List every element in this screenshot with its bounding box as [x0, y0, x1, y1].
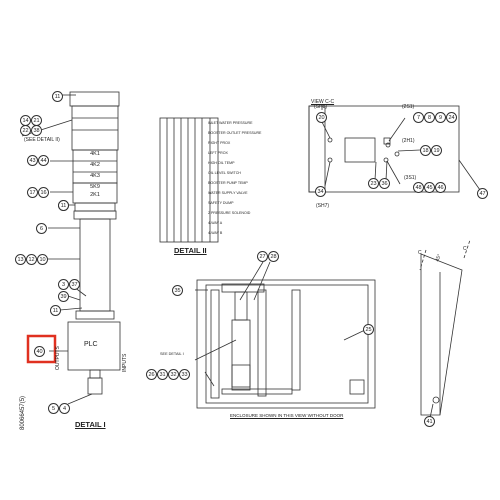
callout-balloon: 45	[424, 182, 435, 193]
detail2-row: RIGHT PROX	[208, 141, 231, 145]
callout-balloon: 8	[424, 112, 435, 123]
see-detail-2-label: (SEE DETAIL II)	[24, 137, 60, 143]
callout-balloon: 39	[58, 291, 69, 302]
callout-balloon: 9	[435, 112, 446, 123]
detail2-row: LEFT PROX	[208, 151, 228, 155]
callout-balloon: 26	[146, 369, 157, 380]
see-detail-1-label: SEE DETAIL I	[160, 352, 184, 356]
callout-balloon: 43	[27, 155, 38, 166]
enclosure-note: ENCLOSURE SHOWN IN THIS VIEW WITHOUT DOO…	[230, 413, 344, 418]
callout-balloon: 16	[38, 187, 49, 198]
detail-2-caption: DETAIL II	[174, 246, 207, 255]
outputs-label: OUTPUTS	[55, 346, 61, 370]
section-c-label: C	[463, 246, 467, 252]
callout-balloon: 20	[316, 112, 327, 123]
callout-balloon: 48	[413, 182, 424, 193]
callout-balloon: 36	[379, 178, 390, 189]
callout-balloon: 24	[446, 112, 457, 123]
callout-balloon: 44	[38, 155, 49, 166]
callout-balloon: 11	[50, 305, 61, 316]
callout-balloon: 5	[48, 403, 59, 414]
2h1-label: (2H1)	[402, 138, 415, 144]
sh7-label: (SH7)	[316, 203, 330, 209]
detail2-row: HIGH OIL TEMP	[208, 161, 235, 165]
callout-balloon: 12	[26, 254, 37, 265]
callout-balloon: 37	[69, 279, 80, 290]
detail2-row: 4-WAY B	[208, 231, 223, 235]
callout-balloon: 32	[168, 369, 179, 380]
module-label: 4K2	[90, 162, 100, 168]
plc-label: PLC	[84, 341, 98, 348]
detail2-row: 4-WAY A	[208, 221, 223, 225]
callout-balloon: 17	[27, 187, 38, 198]
callout-balloon: 47	[477, 188, 488, 199]
detail2-row: BOOSTER OUTLET PRESSURE	[208, 131, 262, 135]
part-number: 80066457(5)	[20, 395, 26, 430]
callout-balloon: 41	[424, 416, 435, 427]
detail2-row: BOOSTER PUMP TEMP	[208, 181, 248, 185]
detail2-row: SAFETY DUMP	[208, 201, 234, 205]
callout-balloon: 40	[34, 346, 45, 357]
callout-balloon: 27	[257, 251, 268, 262]
callout-balloon: 38	[31, 125, 42, 136]
module-label: 4K1	[90, 151, 100, 157]
callout-balloon: 11	[52, 91, 63, 102]
callout-balloon: 28	[268, 251, 279, 262]
callout-balloon: 35	[172, 285, 183, 296]
callout-balloon: 34	[315, 186, 326, 197]
module-label: 5K9	[90, 184, 100, 190]
callout-balloon: 22	[20, 125, 31, 136]
callout-balloon: 13	[15, 254, 26, 265]
callout-balloon: 19	[431, 145, 442, 156]
detail2-row: OIL LEVEL SWITCH	[208, 171, 241, 175]
view-cc-label: VIEW C-C	[311, 99, 335, 105]
detail2-row: 2 PRESSURE SOLENOID	[208, 211, 251, 215]
detail2-row: INLET WATER PRESSURE	[208, 121, 253, 125]
callout-balloon: 7	[413, 112, 424, 123]
callout-balloon: 6	[36, 223, 47, 234]
callout-balloon: 33	[179, 369, 190, 380]
callout-balloon: 23	[368, 178, 379, 189]
callout-balloon: 4	[59, 403, 70, 414]
callout-balloon: 3	[58, 279, 69, 290]
detail2-row: WATER SUPPLY VALVE	[208, 191, 248, 195]
module-label: 4K3	[90, 173, 100, 179]
inputs-label: INPUTS	[122, 353, 128, 372]
callout-balloon: 11	[58, 200, 69, 211]
callout-balloon: 31	[157, 369, 168, 380]
callout-balloon: 18	[420, 145, 431, 156]
sh8-label: (SH8)	[314, 104, 328, 110]
3s1-label: (3S1)	[404, 175, 417, 181]
callout-balloon: 10	[37, 254, 48, 265]
detail-1-caption: DETAIL I	[75, 420, 106, 429]
section-c-label: C	[418, 250, 422, 256]
2s1-label: (2S1)	[402, 104, 415, 110]
callout-balloon: 25	[363, 324, 374, 335]
module-label: 2K1	[90, 192, 100, 198]
highlight-box	[26, 334, 57, 364]
callout-balloon: 46	[435, 182, 446, 193]
